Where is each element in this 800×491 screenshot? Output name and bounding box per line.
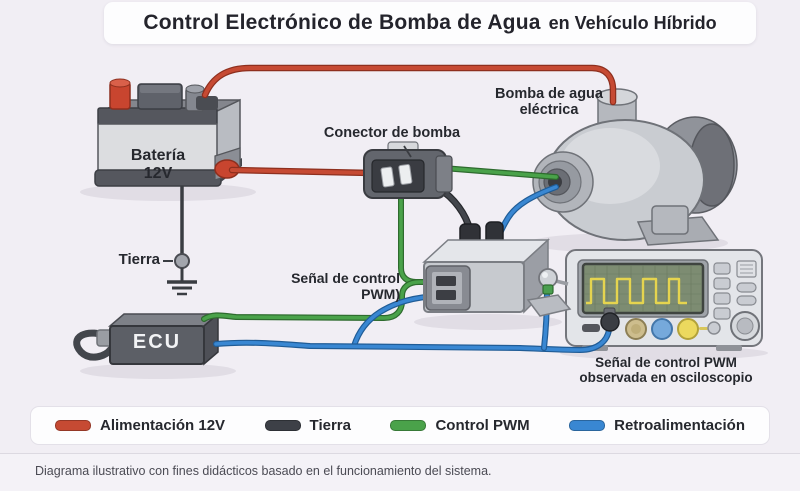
pump-snout	[532, 151, 594, 213]
scope-probe	[538, 268, 620, 332]
page-title-suffix: en Vehículo Híbrido	[548, 12, 717, 33]
ground-symbol	[163, 186, 197, 296]
pump-label: Bomba de agua eléctrica	[495, 86, 603, 119]
probe-plug	[600, 312, 620, 332]
pump-illustration	[532, 88, 738, 246]
module-kickstand	[526, 294, 572, 317]
footer-note: Diagrama ilustrativo con fines didáctico…	[35, 464, 492, 478]
control-module-illustration	[422, 221, 572, 317]
page-title: Control Electrónico de Bomba de Agua	[143, 11, 541, 34]
legend-item-power: Alimentación 12V	[55, 417, 225, 434]
scope-front-knobs	[582, 318, 721, 340]
title-banner: Control Electrónico de Bomba de Agua en …	[104, 2, 756, 44]
legend-item-ground: Tierra	[264, 417, 351, 434]
feedback-wire-swatch	[569, 420, 606, 431]
legend-item-feedback: Retroalimentación	[569, 417, 745, 434]
ecu-label: ECU	[132, 331, 182, 353]
ground-wire-swatch	[264, 420, 301, 431]
footer-bar: Diagrama ilustrativo con fines didáctico…	[0, 453, 800, 491]
battery-label: Batería 12V	[130, 147, 186, 182]
power-wire-swatch	[55, 420, 91, 431]
pump-connector-illustration	[363, 141, 453, 199]
pwm-square-wave	[586, 277, 687, 305]
ground-label: Tierra	[118, 251, 160, 268]
oscilloscope-illustration	[565, 249, 763, 351]
oscilloscope-label: Señal de control PWM observada en oscilo…	[579, 355, 753, 386]
pwm-wire-swatch	[390, 420, 427, 431]
pwm-signal-label: Señal de control PWM)	[291, 270, 400, 302]
wire-power-to-connector	[232, 170, 372, 173]
ecu-cable-loop	[73, 329, 116, 361]
battery-positive-terminal	[109, 78, 131, 110]
legend-item-pwm: Control PWM	[390, 417, 530, 434]
legend-bar: Alimentación 12V Tierra Control PWM Retr…	[30, 406, 770, 445]
conector-pointer-line	[403, 145, 412, 158]
wire-feedback-ecu-to-scope	[216, 323, 610, 350]
connector-label: Conector de bomba	[323, 125, 461, 141]
